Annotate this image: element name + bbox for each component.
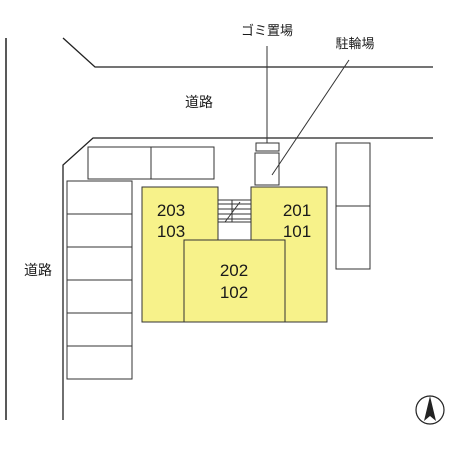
parking-space — [66, 345, 133, 380]
parking-space — [335, 205, 371, 270]
road-label-west: 道路 — [24, 263, 52, 279]
building-center — [183, 239, 286, 323]
parking-space — [335, 142, 371, 207]
parking-space — [87, 146, 152, 180]
parking-space — [66, 213, 133, 248]
staircase — [217, 199, 252, 223]
unit-102: 102 — [220, 283, 248, 302]
road-north-edge — [62, 37, 433, 68]
bicycle-parking-box — [254, 152, 280, 186]
unit-103: 103 — [157, 222, 185, 241]
bicycle-parking-label: 駐輪場 — [335, 36, 374, 52]
bicycle-parking-leader — [271, 59, 350, 176]
parking-space — [150, 146, 215, 180]
unit-203: 203 — [157, 201, 185, 220]
unit-101: 101 — [283, 222, 311, 241]
site-boundary — [62, 137, 433, 420]
parking-space — [66, 180, 133, 215]
parking-space — [66, 279, 133, 314]
road-label-north: 道路 — [185, 95, 213, 111]
north-arrow-icon — [415, 395, 445, 425]
parking-space — [66, 246, 133, 281]
unit-201: 201 — [283, 201, 311, 220]
garbage-area-label: ゴミ置場 — [241, 23, 293, 39]
garbage-area-box — [255, 142, 280, 152]
parking-space — [66, 312, 133, 347]
unit-202: 202 — [220, 261, 248, 280]
